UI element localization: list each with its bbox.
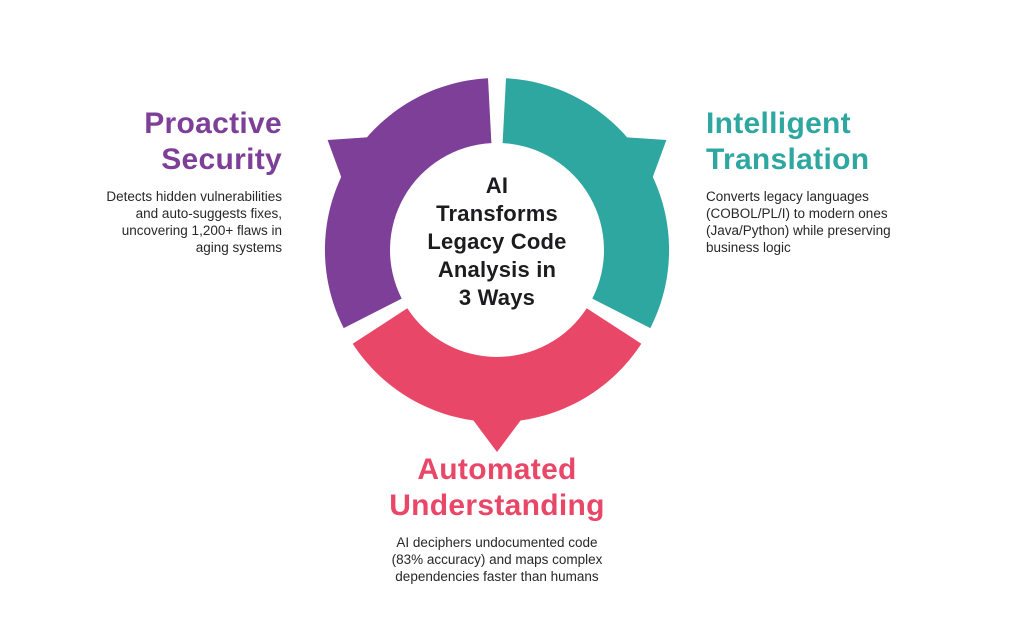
segment-description-automated-understanding: AI deciphers undocumented code (83% accu… (391, 535, 603, 584)
segment-pointer-automated-understanding (468, 413, 526, 452)
segment-arc-automated-understanding (352, 308, 642, 423)
segment-pointer-intelligent-translation (618, 136, 667, 186)
segment-pointer-proactive-security (327, 136, 376, 186)
segment-description-proactive-security: Detects hidden vulnerabilities and auto-… (106, 189, 282, 255)
segment-label-intelligent-translation: Intelligent Translation Converts legacy … (706, 106, 1006, 256)
segment-label-automated-understanding: Automated Understanding AI deciphers und… (277, 452, 717, 585)
segment-title-proactive-security: Proactive Security (144, 107, 282, 176)
segment-title-automated-understanding: Automated Understanding (389, 453, 605, 522)
segment-label-proactive-security: Proactive Security Detects hidden vulner… (0, 106, 282, 256)
center-title: AI Transforms Legacy Code Analysis in 3 … (427, 173, 567, 310)
segment-description-intelligent-translation: Converts legacy languages (COBOL/PL/I) t… (706, 189, 891, 255)
segment-title-intelligent-translation: Intelligent Translation (706, 107, 870, 176)
